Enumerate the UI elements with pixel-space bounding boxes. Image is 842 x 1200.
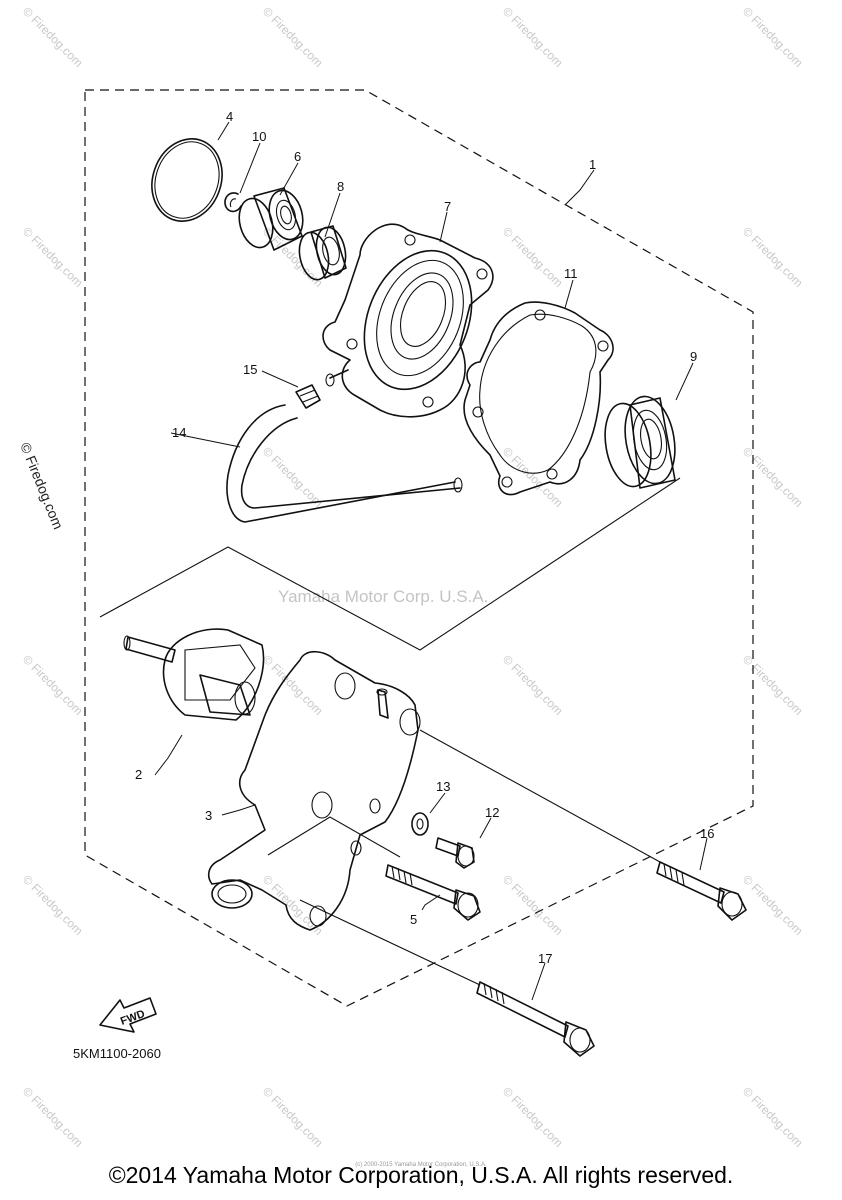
housing-cover-part [322, 223, 494, 418]
bolt-part-16 [656, 861, 747, 921]
tile-watermark: © Firedog.com [260, 1084, 326, 1150]
tile-watermark: © Firedog.com [500, 872, 566, 938]
tile-watermark: © Firedog.com [740, 224, 806, 290]
centerline-17 [299, 899, 481, 986]
tile-watermark: © Firedog.com [260, 4, 326, 70]
side-watermark: © Firedog.com [17, 440, 66, 531]
tile-watermark: © Firedog.com [740, 1084, 806, 1150]
bearing-part [238, 187, 304, 251]
o-ring-part [151, 138, 223, 222]
small-print: (c) 2000-2015 Yamaha Motor Corporation, … [355, 1162, 487, 1168]
tile-watermark: © Firedog.com [500, 224, 566, 290]
tile-watermark: © Firedog.com [500, 4, 566, 70]
gasket-part [463, 301, 614, 496]
callout-3: 3 [205, 808, 212, 823]
callout-9: 9 [690, 349, 697, 364]
hose-part [226, 404, 463, 523]
centerline-16 [419, 729, 661, 863]
callout-10: 10 [252, 129, 266, 144]
pump-housing-part [207, 650, 421, 931]
callout-14: 14 [172, 425, 186, 440]
fwd-arrow-icon: FWD [99, 997, 157, 1033]
fwd-label: FWD [119, 1008, 147, 1028]
tile-watermark: © Firedog.com [740, 872, 806, 938]
hose-clamp-part [295, 384, 321, 409]
tile-watermark: © Firedog.com [20, 652, 86, 718]
callout-5: 5 [410, 912, 417, 927]
callout-labels: 1 2 3 4 5 6 7 8 9 10 11 12 13 14 15 16 1… [135, 109, 714, 966]
tile-watermark: © Firedog.com [20, 4, 86, 70]
leader-lines [154, 121, 708, 1001]
copyright-notice: ©2014 Yamaha Motor Corporation, U.S.A. A… [108, 1162, 734, 1188]
inner-plane-outline [99, 477, 681, 651]
callout-13: 13 [436, 779, 450, 794]
tile-watermark: © Firedog.com [20, 872, 86, 938]
circlip-part [224, 192, 242, 213]
tile-watermark: © Firedog.com [260, 444, 326, 510]
oil-seal-part [604, 395, 676, 489]
callout-15: 15 [243, 362, 257, 377]
tile-watermark: © Firedog.com [260, 652, 326, 718]
tile-watermark: © Firedog.com [740, 444, 806, 510]
bolt-part-17 [476, 981, 595, 1057]
callout-17: 17 [538, 951, 552, 966]
impeller-shaft-part [123, 628, 265, 721]
tile-watermark: © Firedog.com [740, 652, 806, 718]
callout-11: 11 [564, 266, 578, 281]
diagram-code: 5KM1100-2060 [73, 1046, 161, 1061]
callout-1: 1 [589, 157, 596, 172]
tile-watermark: © Firedog.com [20, 224, 86, 290]
short-bolt-part [435, 837, 475, 869]
center-watermark: Yamaha Motor Corp. U.S.A. [278, 587, 488, 606]
seal-part [298, 225, 347, 281]
callout-4: 4 [226, 109, 233, 124]
callout-12: 12 [485, 805, 499, 820]
callout-7: 7 [444, 199, 451, 214]
tile-watermark: © Firedog.com [20, 1084, 86, 1150]
bolt-part-5 [385, 864, 481, 921]
callout-6: 6 [294, 149, 301, 164]
washer-part [411, 812, 429, 836]
watermark-tiles: © Firedog.com © Firedog.com © Firedog.co… [20, 4, 806, 1150]
callout-16: 16 [700, 826, 714, 841]
tile-watermark: © Firedog.com [740, 4, 806, 70]
callout-2: 2 [135, 767, 142, 782]
housing-plane-outline [267, 816, 401, 858]
tile-watermark: © Firedog.com [500, 652, 566, 718]
assembly-outline [84, 89, 754, 1007]
tile-watermark: © Firedog.com [500, 1084, 566, 1150]
callout-8: 8 [337, 179, 344, 194]
